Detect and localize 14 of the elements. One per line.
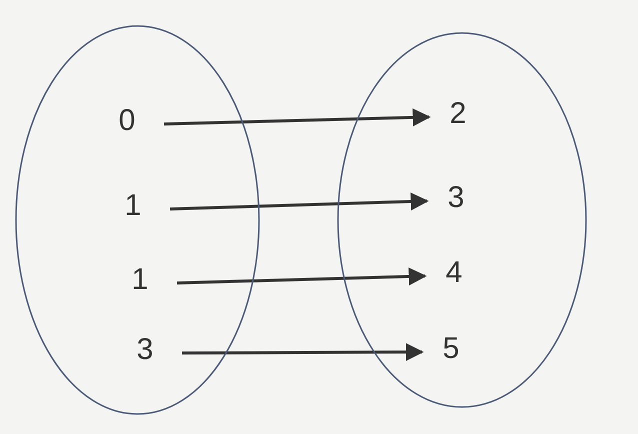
number-label: 3 [130,333,160,367]
number-label: 3 [441,181,471,215]
number-label: 4 [439,256,469,290]
number-label: 5 [436,332,466,366]
arrow [164,108,431,126]
arrow [170,192,429,210]
number-label: 1 [125,263,155,297]
number-label: 0 [112,104,142,138]
number-label: 1 [118,189,148,223]
arrow [176,267,427,286]
set-ellipse [337,32,587,408]
number-label: 2 [443,97,473,131]
arrow [182,343,424,362]
set-ellipse [15,25,260,415]
